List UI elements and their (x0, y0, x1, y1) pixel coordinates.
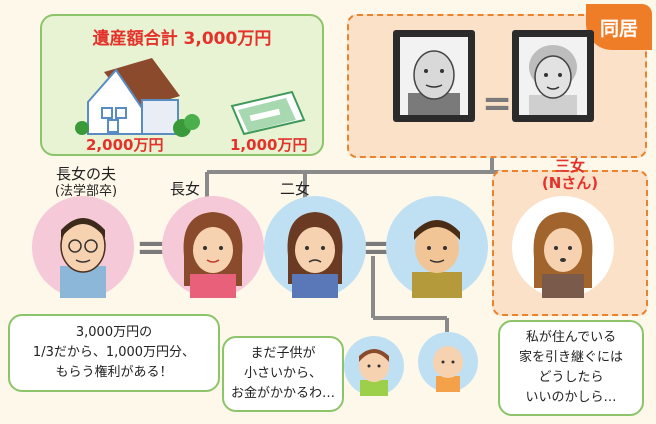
second-daughter-speech-line-3: お金がかかるわ… (230, 386, 335, 401)
estate-total-title: 遺産額合計 3,000万円 (92, 29, 272, 49)
husband-speech-bubble: 3,000万円の 1/3だから、1,000万円分、 もらう権利がある！ (8, 314, 220, 392)
second-daughter-label: 二女 (279, 180, 310, 198)
second-daughter-husband-portrait (386, 196, 488, 298)
second-daughter-speech-bubble: まだ子供が 小さいから、 お金がかかるわ… (222, 336, 344, 412)
house-icon (75, 58, 200, 137)
eldest-daughter-portrait (162, 196, 264, 298)
husband-label-role: 長女の夫 (55, 165, 116, 183)
cohabitation-badge: 同居 (586, 4, 652, 50)
third-daughter-label: 三女 (Nさん) (540, 158, 600, 192)
husband-label-education: (法学部卒) (54, 184, 118, 199)
husband-equals-sign: = (136, 227, 167, 268)
husband-speech-line-3: もらう権利がある！ (55, 365, 173, 380)
husband-speech-line-1: 3,000万円の (75, 325, 153, 340)
second-daughter-speech-line-1: まだ子供が (250, 346, 316, 361)
third-daughter-speech-line-4: いいのかしら… (525, 390, 617, 405)
father-portrait (393, 30, 475, 122)
husband-speech-line-2: 1/3だから、1,000万円分、 (32, 345, 196, 360)
eldest-daughter-label: 長女 (169, 180, 200, 198)
second-daughter-husband-face-icon (412, 220, 462, 298)
house-value: 2,000万円 (86, 136, 164, 154)
second-daughter-face-icon (287, 212, 343, 298)
grandchild-1-portrait (344, 336, 404, 396)
mother-portrait (512, 30, 594, 122)
savings-value: 1,000万円 (230, 136, 308, 154)
husband-face-icon (60, 218, 106, 298)
third-daughter-label-role: 三女 (554, 157, 585, 175)
grandchild-2-face-icon (433, 346, 463, 392)
third-daughter-speech-line-3: どうしたら (538, 370, 604, 385)
second-daughter-portrait (264, 196, 366, 298)
estate-panel: 遺産額合計 3,000万円 2,000万円 1,000万円 (40, 14, 324, 156)
mother-face-icon (529, 45, 577, 115)
parents-equals-sign: = (482, 83, 513, 124)
third-daughter-speech-line-1: 私が住んでいる (525, 330, 617, 345)
third-daughter-speech-bubble: 私が住んでいる 家を引き継ぐには どうしたら いいのかしら… (498, 320, 644, 416)
third-daughter-portrait (512, 196, 614, 298)
second-daughter-speech-line-2: 小さいから、 (243, 366, 322, 381)
grandchild-2-portrait (418, 332, 478, 392)
third-daughter-label-name: (Nさん) (541, 174, 599, 192)
bankbook-icon (230, 90, 306, 136)
third-daughter-speech-line-2: 家を引き継ぐには (518, 350, 623, 365)
grandchild-1-face-icon (359, 349, 389, 396)
eldest-daughter-face-icon (183, 212, 243, 298)
husband-portrait (32, 196, 134, 298)
father-face-icon (408, 50, 460, 115)
husband-label: 長女の夫 (法学部卒) (38, 166, 134, 200)
third-daughter-face-icon (533, 212, 593, 298)
